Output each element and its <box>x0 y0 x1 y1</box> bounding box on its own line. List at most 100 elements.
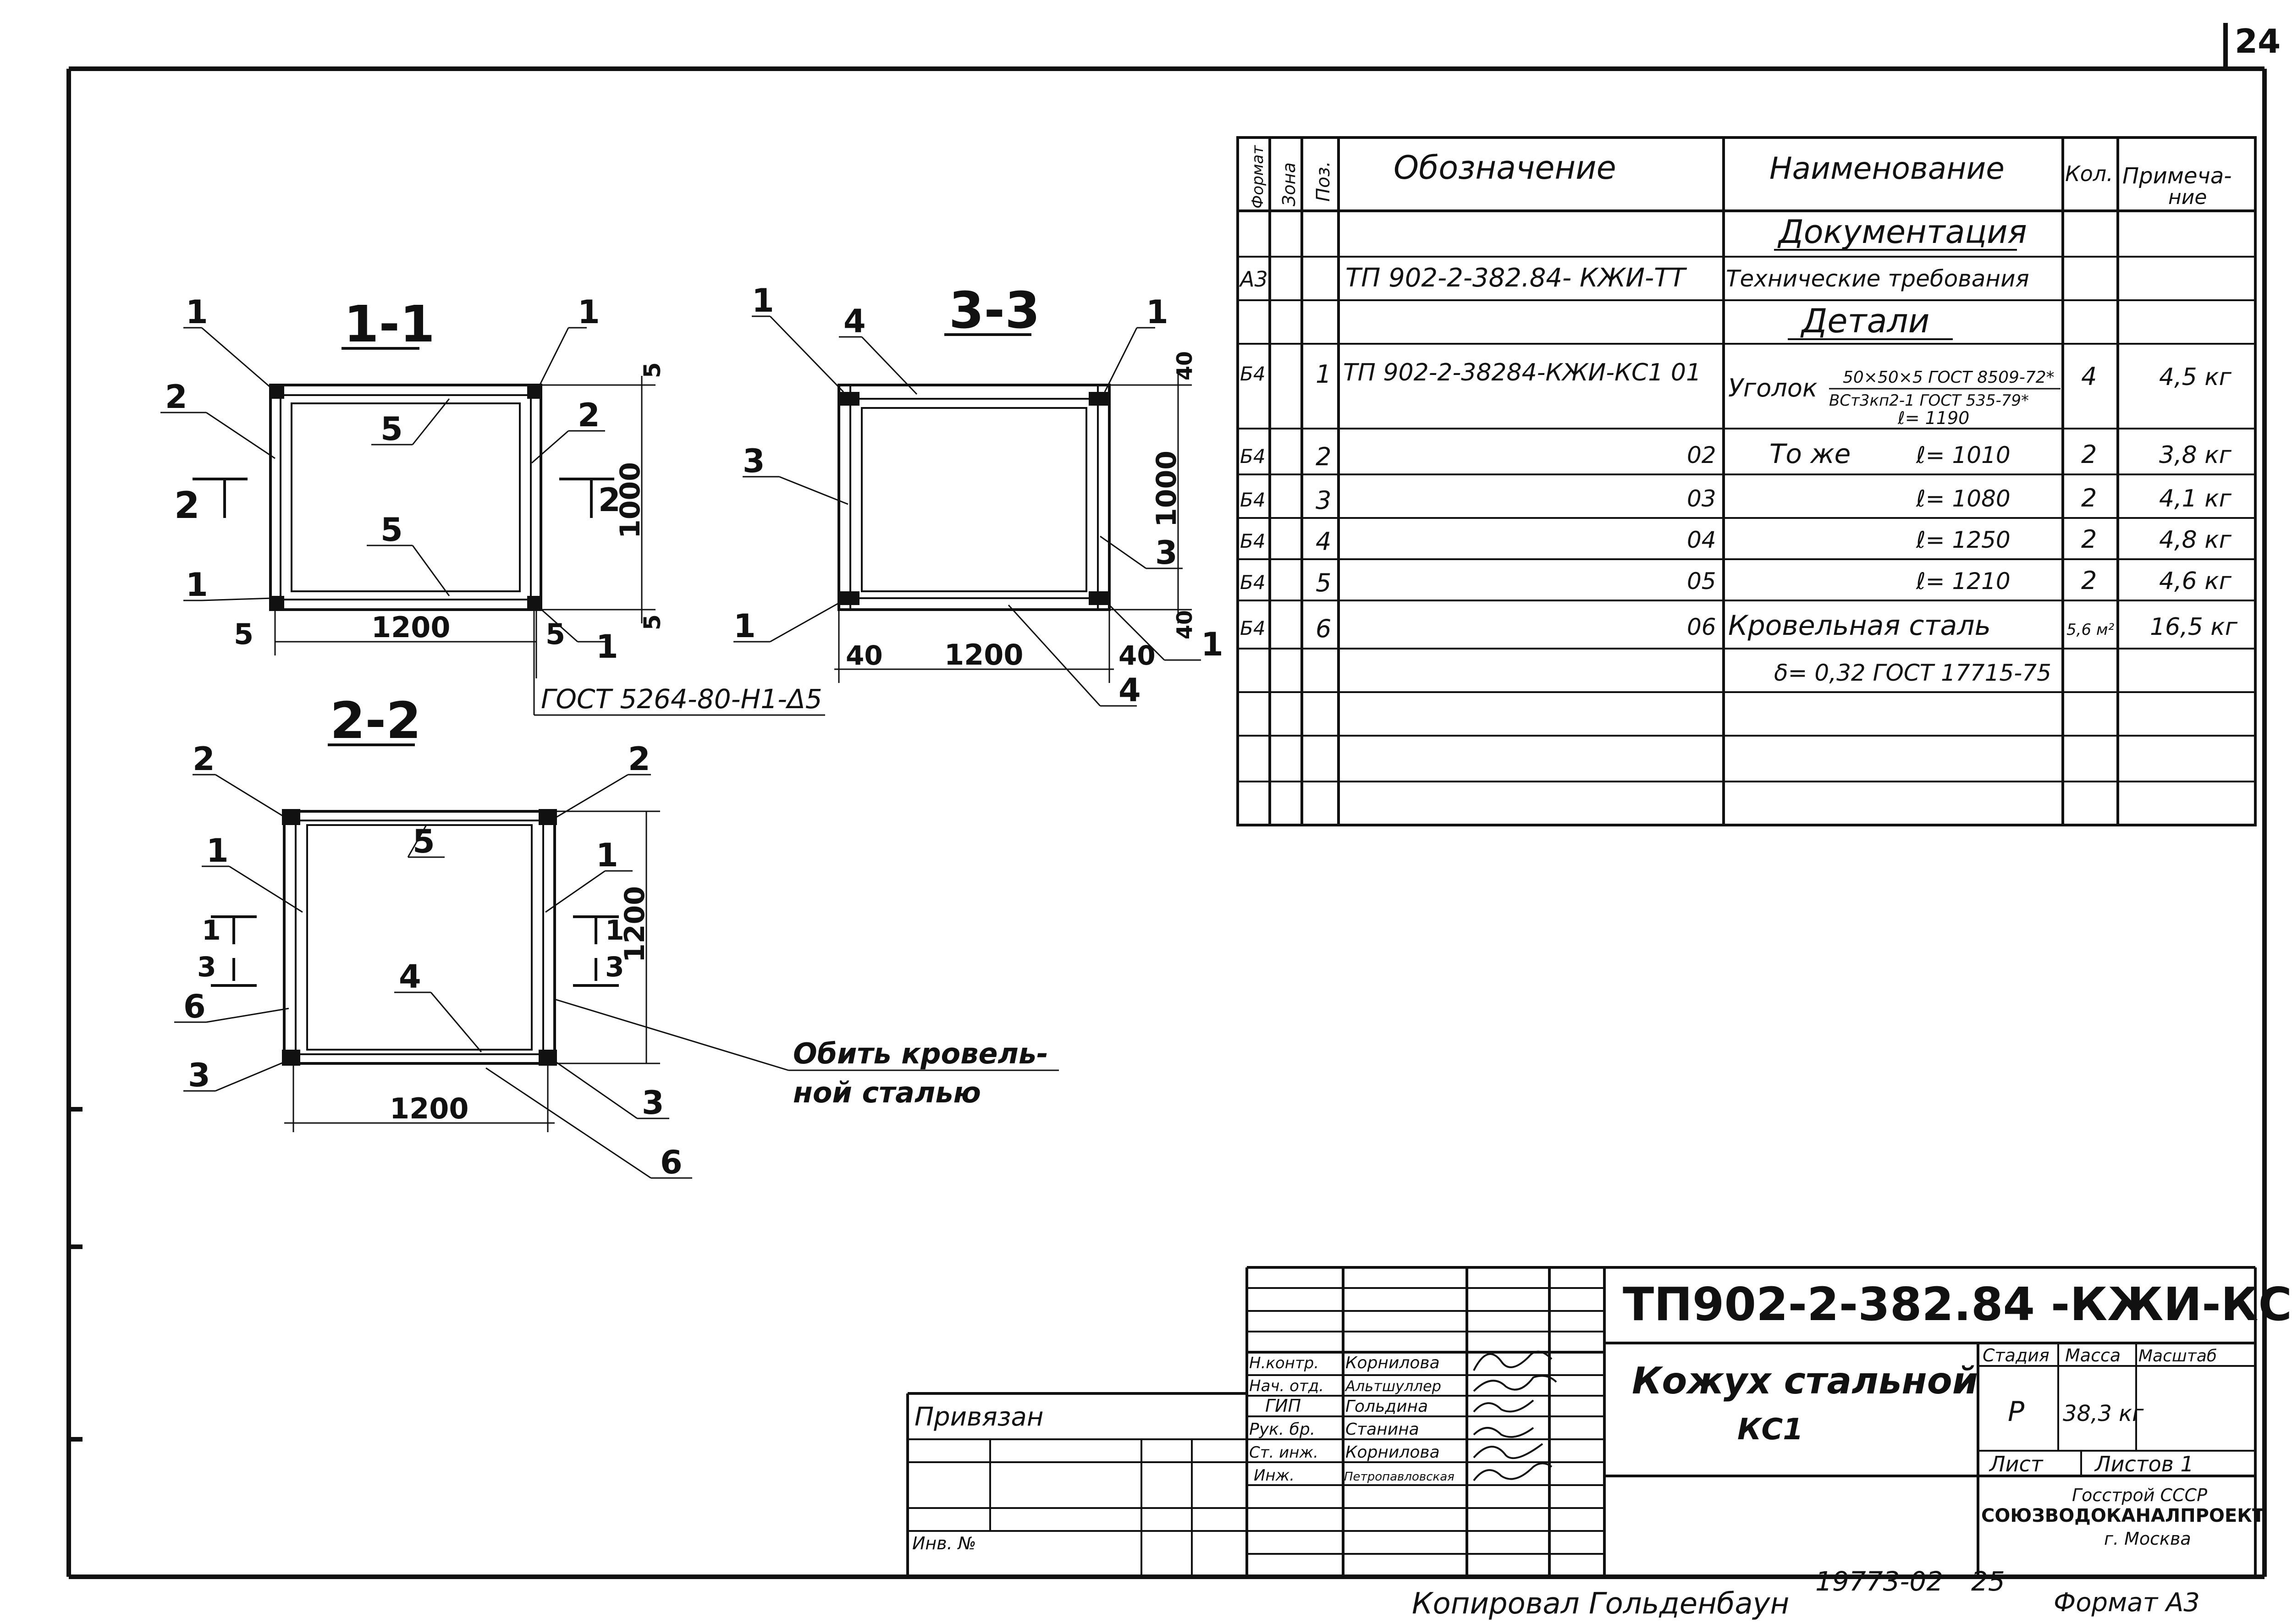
item-pos: 1 <box>1316 360 1331 389</box>
page-number: 24 <box>2235 22 2281 61</box>
org-line-2: СОЮЗВОДОКАНАЛПРОЕКТ <box>1981 1505 2265 1526</box>
role-label: Нач. отд. <box>1249 1377 1324 1395</box>
pos-label: 3 <box>642 1084 664 1122</box>
section-docs: Документация <box>1777 213 2027 251</box>
mass-label: Масса <box>2065 1345 2121 1365</box>
inv-label: Инв. № <box>912 1533 976 1553</box>
item-pos: 3 <box>1316 486 1331 515</box>
item-name-prefix: Уголок <box>1728 374 1818 402</box>
sheet-label: Лист <box>1989 1452 2044 1476</box>
weld-note: ГОСТ 5264-80-Н1-Δ5 <box>541 683 822 715</box>
org-line-1: Госстрой СССР <box>2072 1485 2207 1505</box>
section-mark: 3 <box>605 951 624 983</box>
header-zone: Зона <box>1279 162 1299 206</box>
item-format: Б4 <box>1240 445 1266 468</box>
item-note: 4,8 кг <box>2159 526 2232 554</box>
product-name-line-2: КС1 <box>1737 1413 1803 1447</box>
section-mark: 2 <box>598 481 621 519</box>
item-qty: 2 <box>2081 440 2097 469</box>
item-format: Б4 <box>1240 571 1266 594</box>
signature-scribbles <box>1473 1350 1557 1481</box>
frame-inner <box>306 824 533 1051</box>
archive-page: 25 <box>1971 1566 2005 1597</box>
signer-name: Гольдина <box>1345 1397 1428 1416</box>
table-row: Б4 6 06 Кровельная сталь 5,6 м² 16,5 кг <box>1240 610 2238 643</box>
scale-label: Масштаб <box>2138 1347 2217 1365</box>
dim-right: 40 <box>1118 640 1156 671</box>
table-row: Б4 3 03 ℓ= 1080 2 4,1 кг <box>1240 484 2232 515</box>
stage-value: Р <box>2008 1396 2025 1428</box>
frame-outer <box>269 384 542 611</box>
item-designation: 02 <box>1687 442 1716 468</box>
header-qty: Кол. <box>2065 161 2113 186</box>
item-name-top: 50×50×5 ГОСТ 8509-72* <box>1843 368 2055 387</box>
item-length: ℓ= 1250 <box>1916 527 2011 553</box>
section-3-3: 3-3 1 4 1 3 3 1 1 4 1200 40 40 1000 <box>733 281 1223 709</box>
pos-label: 2 <box>628 740 650 778</box>
note-line-2: ной сталью <box>793 1076 981 1109</box>
section-mark: 1 <box>605 914 624 947</box>
pos-label: 2 <box>165 378 187 416</box>
pos-label: 4 <box>399 958 421 996</box>
section-title: 2-2 <box>330 691 421 750</box>
pos-label: 1 <box>1201 626 1223 663</box>
item-qty: 2 <box>2081 566 2097 595</box>
sheets-label: Листов 1 <box>2094 1452 2194 1476</box>
header-note-1: Примеча- <box>2122 163 2232 189</box>
pos-label: 1 <box>596 837 618 874</box>
role-label: Рук. бр. <box>1249 1420 1315 1439</box>
item-qty: 5,6 м² <box>2066 621 2115 639</box>
pos-label: 3 <box>1155 534 1178 572</box>
header-designation: Обозначение <box>1394 149 1616 187</box>
pos-label: 2 <box>578 396 600 434</box>
privyazan-label: Привязан <box>915 1402 1043 1432</box>
signer-name: Корнилова <box>1345 1443 1440 1462</box>
dim-width: 1200 <box>390 1092 469 1125</box>
pos-label: 1 <box>186 566 208 604</box>
item-format: Б4 <box>1240 363 1266 385</box>
section-mark: 3 <box>197 951 216 983</box>
section-title: 3-3 <box>949 281 1040 340</box>
item-length: ℓ= 1010 <box>1916 442 2011 468</box>
section-2-2: 2-2 2 2 5 1 1 4 6 3 3 6 1 <box>174 691 1059 1181</box>
document-code: ТП902-2-382.84 -КЖИ-КС1 <box>1623 1277 2292 1331</box>
item-pos: 2 <box>1316 442 1331 471</box>
pos-label: 1 <box>1146 293 1168 331</box>
pos-label: 1 <box>206 832 229 870</box>
pos-label: 5 <box>413 823 435 860</box>
pos-label: 1 <box>578 293 600 331</box>
header-format: Формат <box>1249 145 1267 209</box>
item-designation: 05 <box>1687 568 1716 595</box>
frame-inner <box>291 402 521 592</box>
table-row: Б4 5 05 ℓ= 1210 2 4,6 кг <box>1240 566 2232 597</box>
item-format: Б4 <box>1240 530 1266 552</box>
dim-top: 40 <box>1172 351 1197 380</box>
dim-left: 40 <box>846 640 883 671</box>
pos-label: 2 <box>193 740 215 778</box>
signer-name: Петропавловская <box>1344 1470 1455 1484</box>
item-name-bottom: ВСт3кп2-1 ГОСТ 535-79* <box>1829 391 2029 410</box>
role-label: Ст. инж. <box>1249 1443 1318 1462</box>
pos-label: 6 <box>183 988 206 1025</box>
pos-label: 1 <box>186 293 208 331</box>
format-label: Формат А3 <box>2054 1588 2200 1618</box>
header-name: Наименование <box>1769 151 2005 186</box>
item-note: 3,8 кг <box>2159 441 2232 469</box>
dim-bottom: 5 <box>639 614 666 630</box>
item-name: То же <box>1769 438 1851 469</box>
dim-height: 1200 <box>619 886 651 963</box>
item-pos: 6 <box>1316 614 1331 643</box>
header-note-2: ние <box>2168 186 2207 209</box>
item-designation: 03 <box>1687 485 1716 512</box>
frame-inner <box>861 407 1087 592</box>
dim-right: 5 <box>545 617 565 651</box>
role-label: Инж. <box>1254 1466 1295 1485</box>
item-note: 16,5 кг <box>2150 613 2238 641</box>
frame-outer <box>837 384 1111 611</box>
role-label: ГИП <box>1265 1396 1301 1416</box>
dim-left: 5 <box>234 617 253 651</box>
role-label: Н.контр. <box>1249 1354 1319 1372</box>
item-designation: 06 <box>1687 614 1716 640</box>
pos-label: 1 <box>733 607 756 645</box>
dim-width: 1200 <box>944 638 1024 672</box>
